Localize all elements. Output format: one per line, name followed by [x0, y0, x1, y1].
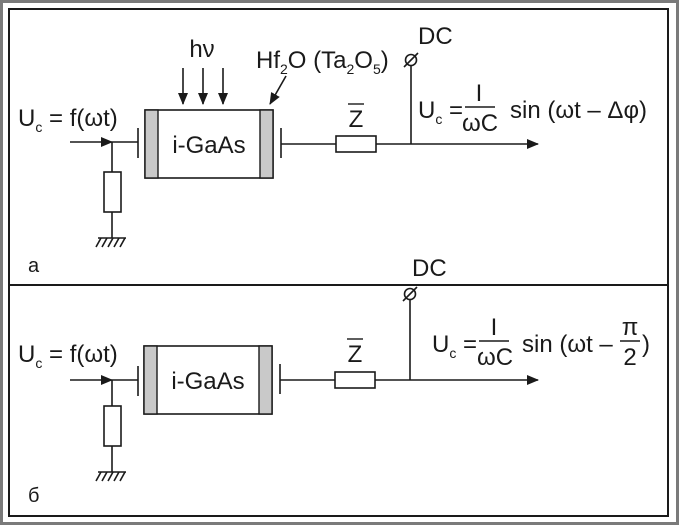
panel-b-impedance-label: Z [348, 341, 363, 368]
panel-b-pi-denominator: 2 [623, 344, 636, 371]
panel-b-impedance-box [334, 371, 376, 389]
panel-a-right-oxide-plate [259, 109, 274, 179]
panel-a-dc-terminal-slash [403, 52, 419, 68]
panel-b-dc-terminal-slash [402, 286, 418, 302]
panel-a: Uc = f(ωt) i-GaAs hν Hf2O (Ta2O5) [8, 8, 669, 286]
panel-a-shunt-resistor [103, 171, 122, 213]
panel-b-border [8, 284, 669, 517]
panel-a-device-body [144, 109, 274, 179]
panel-b: Uc = f(ωt) i-GaAs Z DC Uc = I [8, 255, 669, 517]
panel-b-ground-symbol [95, 471, 126, 482]
panel-b-output-denominator: ωC [477, 344, 513, 371]
panel-b-letter: б [28, 485, 39, 507]
panel-b-input-label: Uc = f(ωt) [18, 341, 118, 371]
panel-a-letter: а [28, 255, 40, 277]
panel-a-input-label: Uc = f(ωt) [18, 105, 118, 135]
panel-a-output-numerator: I [476, 80, 483, 107]
panel-a-left-oxide-plate [144, 109, 159, 179]
panel-b-dc-label: DC [412, 255, 447, 282]
panel-a-output-denominator: ωC [462, 110, 498, 137]
panel-b-right-oxide-plate [258, 345, 273, 415]
panel-a-device-label: i-GaAs [172, 132, 245, 159]
panel-b-device-label: i-GaAs [171, 368, 244, 395]
panel-b-output-close-paren: ) [642, 331, 650, 358]
panel-a-output-lhs: Uc = [418, 97, 463, 127]
panel-b-output-lhs: Uc = [432, 331, 477, 361]
panel-a-dc-label: DC [418, 23, 453, 50]
panel-b-output-numerator: I [491, 314, 498, 341]
panel-a-coating-label: Hf2O (Ta2O5) [256, 47, 389, 77]
panel-b-output-tail: sin (ωt – [522, 331, 613, 358]
panel-a-coating-leader [269, 75, 287, 105]
panel-b-left-oxide-plate [143, 345, 158, 415]
panel-b-pi-numerator: π [622, 314, 639, 341]
panel-a-ground-symbol [95, 237, 126, 248]
panel-a-impedance-label: Z [349, 106, 364, 133]
panel-a-output-tail: sin (ωt – Δφ) [510, 97, 647, 124]
panel-b-shunt-resistor [103, 405, 122, 447]
panel-a-light-label: hν [189, 36, 214, 63]
panel-a-impedance-box [335, 135, 377, 153]
